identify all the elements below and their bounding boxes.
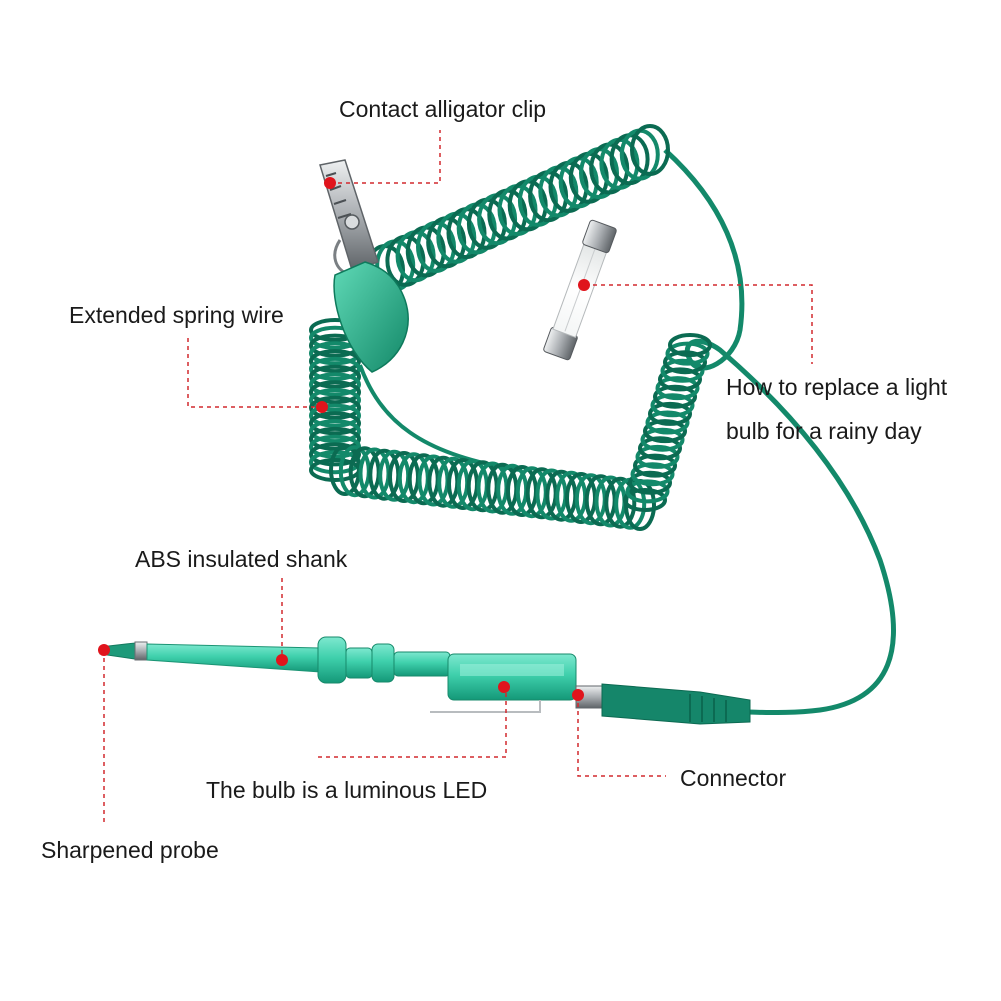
label-bulb-replace: How to replace a light bulb for a rainy … — [726, 365, 996, 453]
coil-loop — [309, 364, 361, 389]
coil-loop — [665, 341, 710, 366]
leader-connector — [577, 695, 666, 777]
leader-bulb-replace — [585, 284, 813, 364]
coil-loop — [309, 380, 361, 405]
coil-loop — [309, 426, 361, 451]
label-connector: Connector — [680, 765, 787, 791]
coil-loop — [625, 479, 670, 504]
coil-loop — [309, 388, 361, 412]
clip-boot — [333, 261, 409, 373]
coil-loop — [309, 395, 361, 420]
coil-loop — [633, 453, 677, 478]
spring-wire-coil — [309, 124, 712, 531]
leader-alligator-clip — [330, 130, 441, 184]
coil-loop — [645, 410, 690, 435]
coil-loop — [643, 419, 687, 444]
alligator-clip — [319, 159, 409, 373]
marker-connector — [572, 689, 584, 701]
coil-loop — [648, 401, 692, 426]
coil-loop — [628, 470, 672, 495]
coil-loop — [604, 476, 637, 529]
coil-loop — [309, 403, 361, 428]
coil-loop — [309, 349, 361, 374]
coil-loop — [630, 124, 670, 176]
callout-markers — [98, 177, 590, 701]
coil-loop — [309, 419, 361, 444]
loose-cable — [663, 148, 896, 715]
marker-alligator-clip — [324, 177, 336, 189]
callout-leaders — [103, 130, 813, 822]
coil-loop — [623, 488, 667, 512]
coil-loop — [635, 444, 680, 469]
label-sharpened-probe: Sharpened probe — [41, 837, 219, 863]
label-spring-wire: Extended spring wire — [69, 302, 284, 328]
label-bulb-replace-line2: bulb for a rainy day — [726, 418, 922, 444]
coil-loop — [655, 376, 700, 401]
marker-spring-wire — [316, 401, 328, 413]
coil-loop — [640, 427, 685, 452]
marker-luminous-led — [498, 681, 510, 693]
coil-loop — [668, 333, 712, 357]
coil-loop — [630, 462, 675, 487]
leader-spring-wire — [187, 338, 320, 408]
marker-sharpened-probe — [98, 644, 110, 656]
label-bulb-replace-line1: How to replace a light — [726, 374, 948, 400]
leader-luminous-led — [318, 687, 507, 758]
coil-loop — [309, 442, 361, 467]
marker-bulb-replace — [578, 279, 590, 291]
led-housing — [447, 653, 577, 701]
coil-loop — [653, 384, 697, 409]
label-alligator-clip: Contact alligator clip — [339, 96, 547, 122]
test-probe — [99, 636, 751, 725]
coil-loop — [660, 358, 705, 383]
coil-loop — [638, 436, 682, 461]
coil-loop — [663, 350, 707, 375]
coil-loop — [309, 372, 361, 397]
marker-insulated-shank — [276, 654, 288, 666]
glass-fuse — [543, 219, 617, 361]
label-luminous-led: The bulb is a luminous LED — [206, 777, 488, 803]
coil-loop — [658, 367, 702, 392]
coil-loop — [309, 411, 361, 436]
coil-loop — [650, 393, 695, 418]
coil-loop — [309, 356, 361, 381]
label-insulated-shank: ABS insulated shank — [135, 546, 348, 572]
